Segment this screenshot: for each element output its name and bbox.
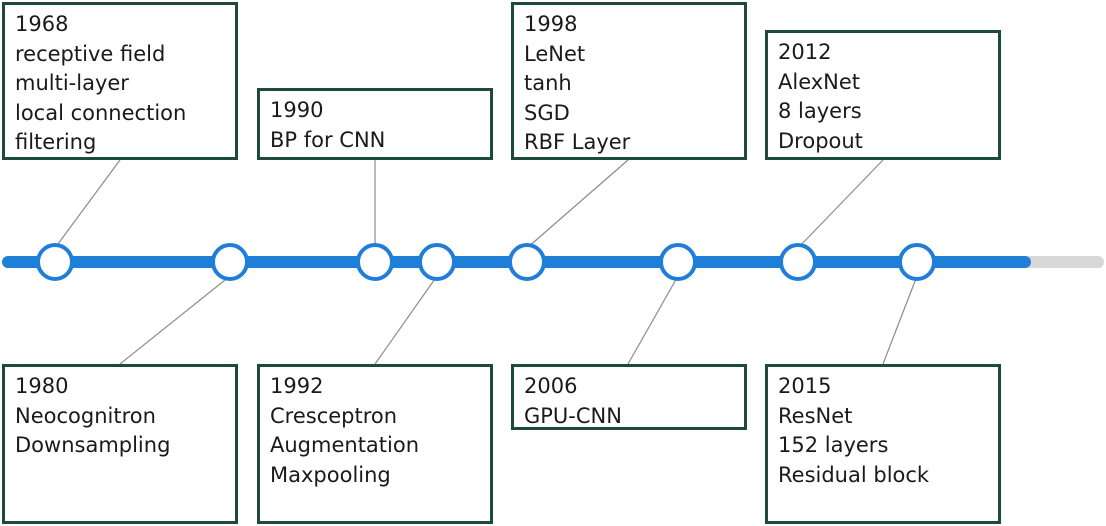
milestone-1998-box: 1998 LeNet tanh SGD RBF Layer: [511, 2, 747, 160]
connector-line: [797, 159, 884, 249]
timeline-node-1992: [418, 243, 456, 281]
timeline-node-1968: [36, 243, 74, 281]
timeline-node-1998: [508, 243, 546, 281]
milestone-line: Residual block: [778, 462, 930, 487]
milestone-2012-box: 2012 AlexNet 8 layers Dropout: [765, 30, 1001, 160]
milestone-line: LeNet: [524, 41, 586, 66]
milestone-line: SGD: [524, 100, 570, 125]
milestone-line: Maxpooling: [270, 462, 391, 487]
milestone-line: filtering: [15, 130, 97, 154]
timeline-node-2006: [659, 243, 697, 281]
milestone-line: Downsampling: [15, 433, 171, 457]
timeline-node-2012: [779, 243, 817, 281]
timeline-node-1980: [211, 243, 249, 281]
milestone-year: 1980: [15, 374, 69, 398]
milestone-year: 2006: [524, 374, 578, 398]
milestone-line: local connection: [15, 100, 187, 125]
connector-line: [882, 275, 918, 365]
milestone-1992-box: 1992 Cresceptron Augmentation Maxpooling: [257, 364, 493, 524]
milestone-line: 152 layers: [778, 433, 889, 457]
milestone-line: AlexNet: [778, 69, 861, 94]
connector-line: [526, 159, 629, 249]
connector-line: [119, 275, 231, 365]
milestone-1990-box: 1990 BP for CNN: [257, 88, 493, 160]
connector-line: [374, 275, 438, 365]
milestone-line: GPU-CNN: [524, 403, 622, 428]
milestone-1980-box: 1980 Neocognitron Downsampling: [2, 364, 238, 524]
timeline-node-2015: [898, 243, 936, 281]
milestone-year: 2012: [778, 40, 832, 64]
milestone-year: 1990: [270, 98, 324, 122]
milestone-line: Neocognitron: [15, 403, 156, 428]
milestone-line: tanh: [524, 71, 572, 95]
milestone-line: Dropout: [778, 128, 863, 153]
milestone-line: 8 layers: [778, 99, 862, 123]
connector-line: [627, 275, 679, 365]
milestone-line: ResNet: [778, 403, 853, 428]
milestone-1968-box: 1968 receptive field multi-layer local c…: [2, 2, 238, 160]
milestone-line: BP for CNN: [270, 127, 386, 152]
milestone-year: 2015: [778, 374, 832, 398]
milestone-year: 1968: [15, 12, 69, 36]
milestone-line: Cresceptron: [270, 403, 398, 428]
milestone-line: RBF Layer: [524, 130, 631, 154]
timeline-node-1990: [356, 243, 394, 281]
milestone-year: 1992: [270, 374, 324, 398]
milestone-year: 1998: [524, 12, 578, 36]
milestone-line: Augmentation: [270, 433, 420, 457]
milestone-2015-box: 2015 ResNet 152 layers Residual block: [765, 364, 1001, 524]
milestone-line: multi-layer: [15, 71, 129, 95]
milestone-2006-box: 2006 GPU-CNN: [511, 364, 747, 430]
milestone-line: receptive field: [15, 41, 166, 66]
connector-line: [54, 159, 121, 249]
